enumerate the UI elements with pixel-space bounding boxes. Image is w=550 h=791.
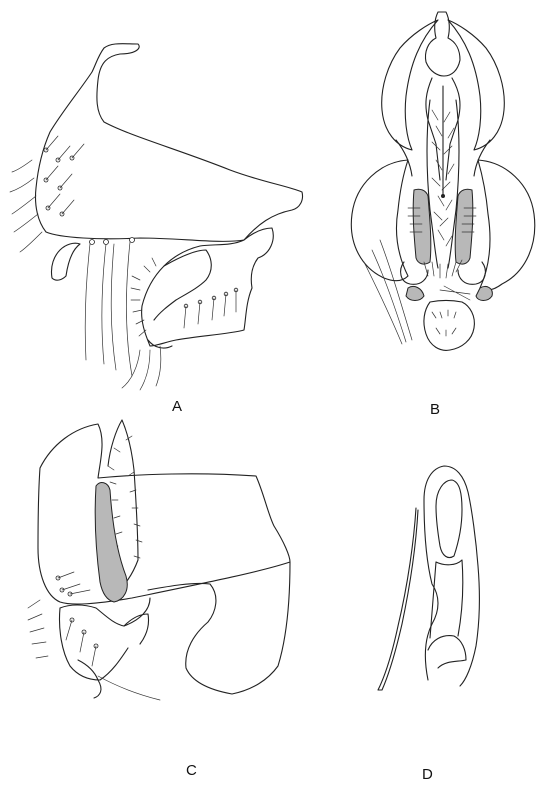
panel-a-drawing xyxy=(9,43,304,391)
panel-c-drawing xyxy=(27,419,291,701)
panel-label-b: B xyxy=(430,401,440,418)
panel-b-drawing xyxy=(350,11,536,351)
panel-label-a: A xyxy=(172,398,182,415)
panel-d-drawing xyxy=(377,465,480,691)
panel-label-d: D xyxy=(422,766,433,783)
panel-label-c: C xyxy=(186,762,197,779)
